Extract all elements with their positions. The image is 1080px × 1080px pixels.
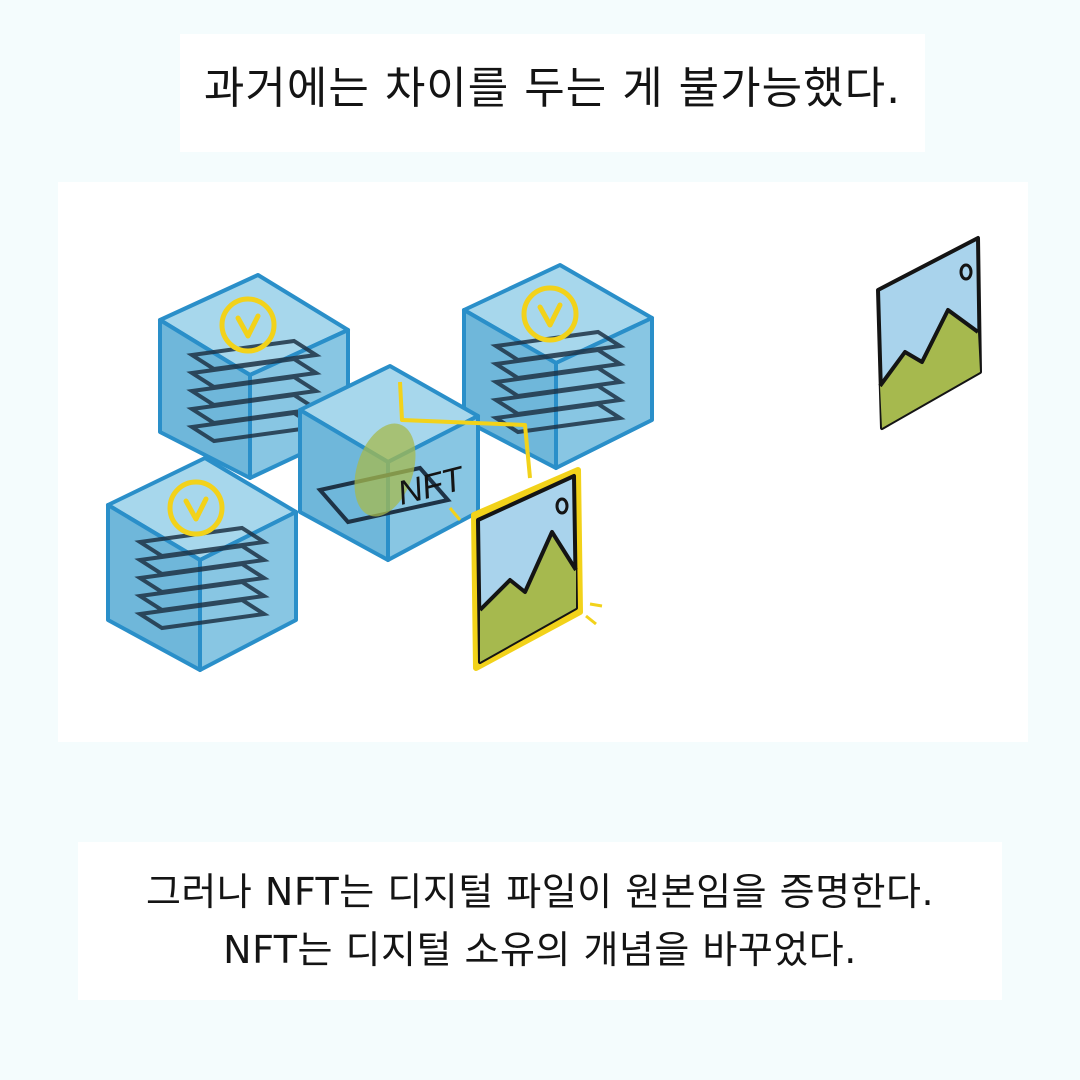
image-frame-icon	[448, 467, 603, 671]
blockchain-block-icon	[158, 273, 350, 480]
mountain-icon	[880, 310, 980, 428]
nft-block-icon: NFT	[298, 364, 480, 562]
blockchain-block-icon	[106, 456, 298, 672]
caption-line-2: NFT는 디지털 소유의 개념을 바꾸었다.	[223, 928, 857, 972]
headline-panel	[180, 34, 925, 152]
check-circle-icon	[521, 285, 579, 343]
check-circle-icon	[167, 479, 225, 537]
mountain-icon	[480, 532, 576, 662]
headline-text: 과거에는 차이를 두는 게 불가능했다.	[203, 63, 902, 114]
image-frame-icon	[876, 236, 982, 430]
blockchain-block-icon	[462, 263, 654, 470]
check-circle-icon	[219, 296, 277, 354]
caption-line-1: 그러나 NFT는 디지털 파일이 원본임을 증명한다.	[145, 870, 935, 914]
caption-panel	[78, 842, 1002, 1000]
